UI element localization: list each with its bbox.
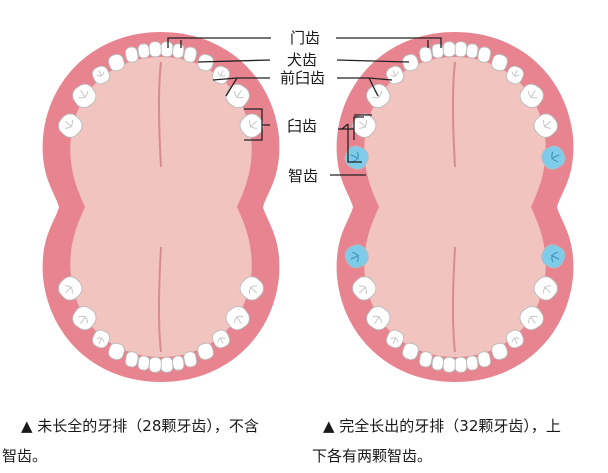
molar-tooth	[533, 113, 558, 138]
label-wisdom: 智齿	[288, 167, 318, 185]
molar-tooth	[366, 305, 391, 331]
incisor-tooth	[466, 355, 479, 371]
teeth-diagram-svg: 门齿 犬齿 前臼齿 臼齿 智齿	[41, 29, 575, 383]
incisor-tooth	[466, 43, 479, 59]
wisdom-tooth	[344, 244, 369, 269]
canine-tooth	[183, 351, 198, 368]
premolar-tooth	[197, 342, 214, 361]
incisor-tooth	[442, 356, 456, 373]
label-molar: 臼齿	[287, 117, 317, 135]
incisor-tooth	[137, 355, 150, 371]
incisor-tooth	[431, 43, 444, 59]
incisor-tooth	[442, 41, 456, 58]
incisor-tooth	[454, 41, 468, 58]
label-premolar: 前臼齿	[280, 69, 325, 87]
canine-tooth	[124, 351, 139, 368]
wisdom-tooth	[541, 145, 566, 170]
caption-left-line-2: 智齿。	[2, 447, 48, 465]
incisor-tooth	[431, 355, 444, 371]
wisdom-tooth	[541, 244, 566, 269]
canine-tooth	[418, 46, 433, 63]
molar-tooth	[72, 305, 97, 331]
molar-tooth	[533, 276, 558, 301]
incisor-tooth	[148, 356, 162, 373]
molar-tooth	[58, 113, 83, 138]
molar-tooth	[519, 305, 544, 331]
molar-tooth	[58, 276, 83, 301]
incisor-tooth	[172, 355, 185, 371]
premolar-tooth	[91, 65, 111, 85]
incisor-tooth	[160, 41, 174, 58]
premolar-tooth	[505, 65, 525, 85]
molar-tooth	[225, 83, 250, 109]
canine-tooth	[183, 46, 198, 63]
premolar-tooth	[505, 329, 525, 349]
premolar-tooth	[108, 53, 125, 72]
canine-tooth	[477, 46, 492, 63]
canine-tooth	[477, 351, 492, 368]
incisor-tooth	[454, 356, 468, 373]
premolar-tooth	[491, 342, 508, 361]
canine-tooth	[418, 351, 433, 368]
caption-right-line-1: ▲ 完全长出的牙排（32颗牙齿），上	[323, 417, 561, 435]
molar-tooth	[519, 83, 544, 109]
premolar-tooth	[402, 342, 419, 361]
label-canine: 犬齿	[287, 51, 317, 69]
canine-tooth	[124, 46, 139, 63]
molar-tooth	[72, 83, 97, 109]
right-teeth-arch	[335, 31, 575, 383]
premolar-tooth	[91, 329, 111, 349]
label-incisor: 门齿	[290, 29, 320, 47]
incisor-tooth	[160, 356, 174, 373]
left-teeth-arch	[41, 31, 281, 383]
premolar-tooth	[108, 342, 125, 361]
caption-left-line-1: ▲ 未长全的牙排（28颗牙齿），不含	[21, 417, 259, 435]
incisor-tooth	[137, 43, 150, 59]
incisor-tooth	[148, 41, 162, 58]
premolar-tooth	[402, 53, 419, 72]
caption-right-line-2: 下各有两颗智齿。	[312, 447, 433, 465]
wisdom-tooth	[344, 145, 369, 170]
molar-tooth	[239, 276, 264, 301]
incisor-tooth	[172, 43, 185, 59]
premolar-tooth	[385, 329, 405, 349]
premolar-tooth	[491, 53, 508, 72]
leader-lines	[167, 37, 442, 176]
molar-tooth	[352, 276, 377, 301]
molar-tooth	[239, 113, 264, 138]
molar-tooth	[352, 113, 377, 138]
premolar-tooth	[197, 53, 214, 72]
molar-tooth	[225, 305, 250, 331]
premolar-tooth	[211, 329, 231, 349]
